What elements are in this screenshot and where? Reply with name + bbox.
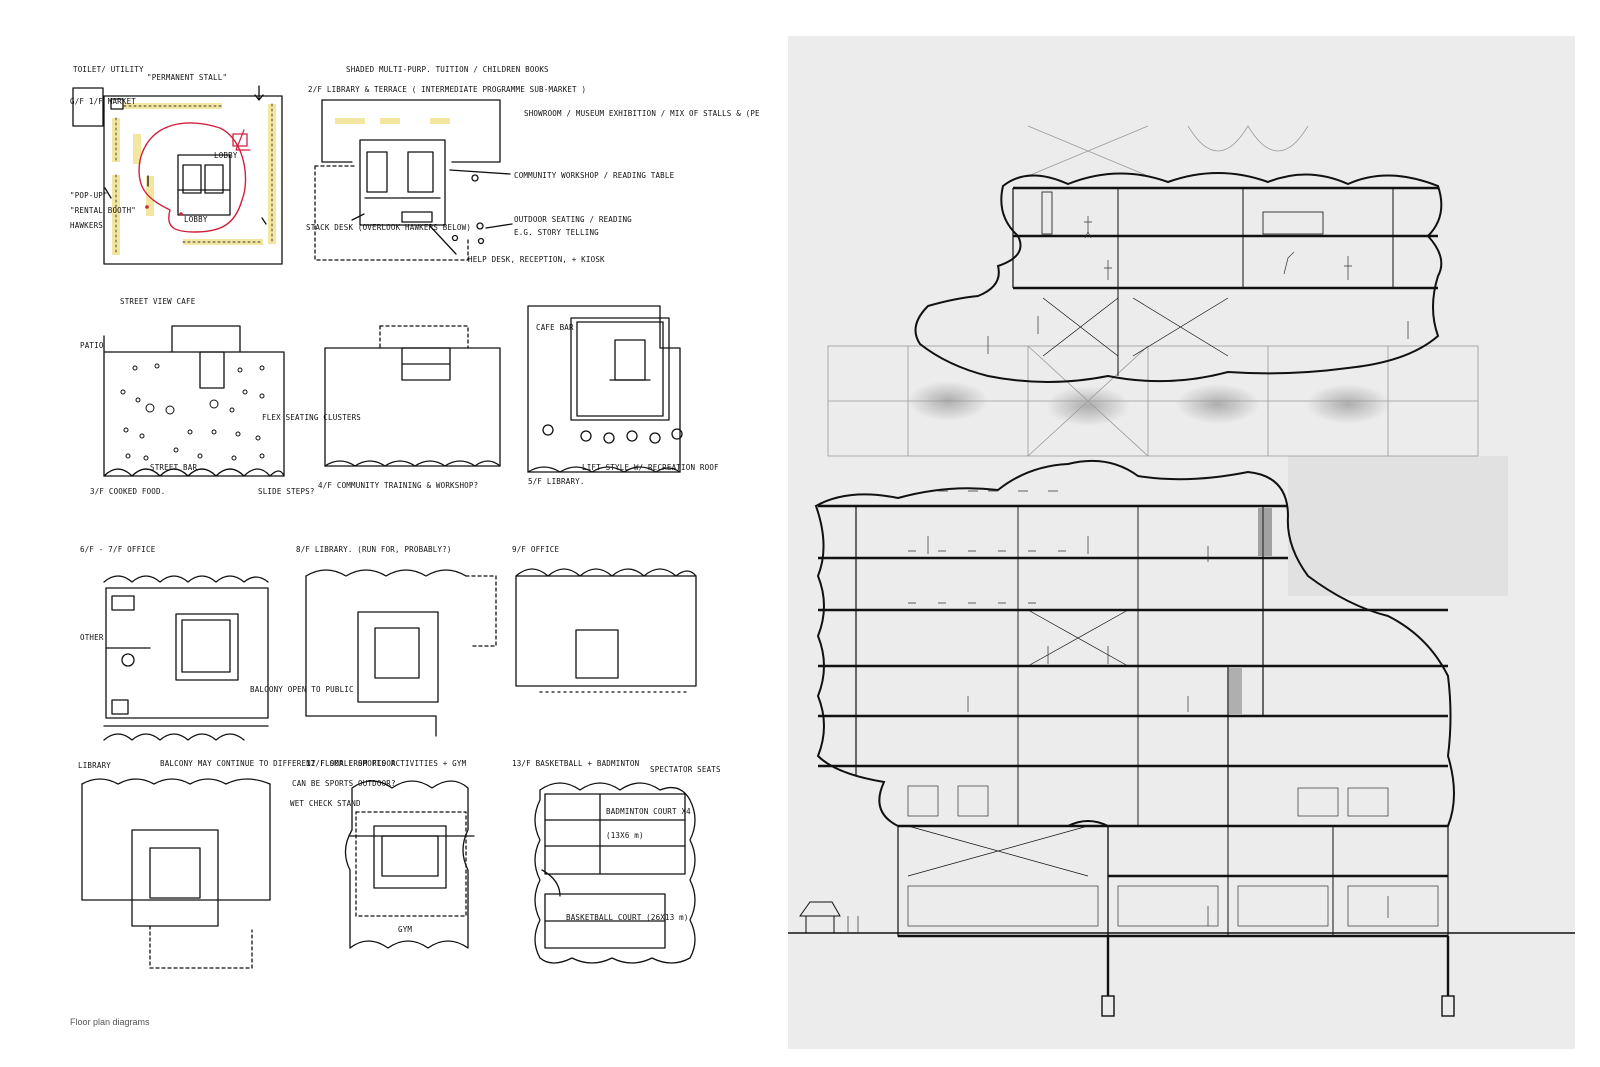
building-section-drawing bbox=[788, 36, 1575, 1049]
label-6f-balcony: BALCONY OPEN TO PUBLIC bbox=[250, 685, 354, 694]
plan-6f-office bbox=[103, 575, 269, 741]
upper-block bbox=[914, 172, 1443, 383]
label-4f: 4/F COMMUNITY TRAINING & WORKSHOP? bbox=[318, 481, 478, 490]
label-popup: "POP-UP" bbox=[70, 191, 108, 200]
label-toilet: TOILET/ UTILITY bbox=[73, 65, 144, 74]
furniture bbox=[847, 216, 1439, 932]
label-2f-title: 2/F LIBRARY & TERRACE ( INTERMEDIATE PRO… bbox=[308, 85, 586, 94]
label-3f-flex: FLEX SEATING CLUSTERS bbox=[262, 413, 361, 422]
label-6f-other: OTHER bbox=[80, 633, 104, 642]
label-3f-street-cafe: STREET VIEW CAFE bbox=[120, 297, 196, 306]
plan-ground-market bbox=[72, 85, 283, 265]
label-slide-steps: SLIDE STEPS? bbox=[258, 487, 315, 496]
ghost-frame bbox=[827, 125, 1479, 457]
label-2f-story: E.G. STORY TELLING bbox=[514, 228, 599, 237]
label-5f-cafe-bar: CAFE BAR bbox=[536, 323, 574, 332]
plan-12f-sports-gym bbox=[344, 780, 475, 949]
label-market: G/F 1/F MARKET bbox=[70, 97, 136, 106]
label-lobby-1: LOBBY bbox=[214, 151, 238, 160]
label-13f-sports: 13/F BASKETBALL + BADMINTON bbox=[512, 759, 639, 768]
sheet-caption: Floor plan diagrams bbox=[70, 1017, 150, 1027]
plan-4f-community-training bbox=[324, 325, 501, 467]
label-9f-office: 9/F OFFICE bbox=[512, 545, 559, 554]
label-5f-library: 5/F LIBRARY. bbox=[528, 477, 585, 486]
label-2f-community: COMMUNITY WORKSHOP / READING TABLE bbox=[514, 171, 675, 180]
plan-2f-library-terrace bbox=[314, 99, 513, 261]
label-hawkers: HAWKERS bbox=[70, 221, 103, 230]
label-2f-top: SHADED MULTI-PURP. TUITION / CHILDREN BO… bbox=[346, 65, 549, 74]
label-13f-spectator: SPECTATOR SEATS bbox=[650, 765, 721, 774]
label-3f-patio: PATIO bbox=[80, 341, 104, 350]
plan-9f-office bbox=[515, 568, 697, 693]
label-permanent-stall: "PERMANENT STALL" bbox=[147, 73, 227, 82]
label-12f-wet-check: WET CHECK STAND bbox=[290, 799, 361, 808]
plan-13f-basketball-badminton bbox=[534, 782, 696, 964]
label-13f-basketball: BASKETBALL COURT (26X13 m) bbox=[566, 913, 689, 922]
label-13f-badminton: BADMINTON COURT X4 bbox=[606, 807, 691, 816]
label-12f-outdoor: CAN BE SPORTS OUTDOOR? bbox=[292, 779, 396, 788]
label-2f-help-desk: HELP DESK, RECEPTION, + KIOSK bbox=[468, 255, 605, 264]
label-12f-sports: 12/F SMALL SPORTS ACTIVITIES + GYM bbox=[306, 759, 467, 768]
label-6f-office: 6/F - 7/F OFFICE bbox=[80, 545, 156, 554]
plan-3f-cooked-food bbox=[103, 325, 285, 477]
label-13f-dimension: (13X6 m) bbox=[606, 831, 644, 840]
label-12f-gym: GYM bbox=[398, 925, 412, 934]
floor-plan-sketch-sheet: TOILET/ UTILITY "PERMANENT STALL" G/F 1/… bbox=[0, 0, 760, 1067]
label-5f-lift: LIFT STYLE W/ RECREATION ROOF bbox=[582, 463, 719, 472]
label-2f-stack-desk: STACK DESK (OVERLOOK HAWKERS BELOW) bbox=[306, 223, 471, 232]
plan-5f-library bbox=[527, 305, 683, 473]
label-8f-library: 8/F LIBRARY. (RUN FOR, PROBABLY?) bbox=[296, 545, 452, 554]
membrane-shadows bbox=[908, 381, 1508, 596]
label-lobby-2: LOBBY bbox=[184, 215, 208, 224]
plan-10f-library bbox=[81, 778, 271, 969]
lower-block bbox=[788, 459, 1575, 1017]
label-3f-cooked-food: 3/F COOKED FOOD. bbox=[90, 487, 165, 496]
label-10f-library: LIBRARY bbox=[78, 761, 111, 770]
label-10f-balcony: BALCONY MAY CONTINUE TO DIFFERENT FLOOR … bbox=[160, 759, 396, 768]
label-2f-showroom: SHOWROOM / MUSEUM EXHIBITION / MIX OF ST… bbox=[524, 109, 760, 118]
label-rental: "RENTAL BOOTH" bbox=[70, 206, 136, 215]
label-3f-street-bar: STREET BAR bbox=[150, 463, 197, 472]
label-2f-outdoor: OUTDOOR SEATING / READING bbox=[514, 215, 632, 224]
plan-8f-library bbox=[305, 569, 497, 737]
